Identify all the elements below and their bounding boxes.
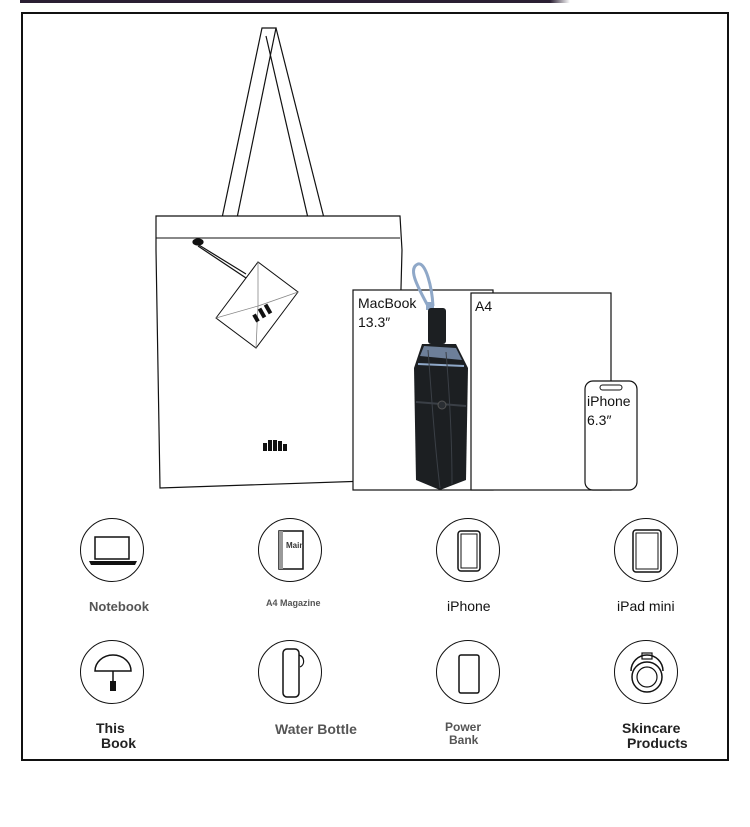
iphone-label: iPhone [587,393,631,409]
skincare-line1: Skincare [622,720,681,736]
power-bank-line2: Bank [449,733,479,747]
skincare-item [614,640,678,704]
umbrella-icon [94,654,132,691]
magazine-icon-text: Main [286,541,305,550]
umbrella-item [80,640,144,704]
power-bank-item [436,640,500,704]
macbook-label: MacBook [358,295,417,311]
tote-comparison-illustration [155,27,638,491]
ipad-mini-item [614,518,678,582]
magazine-icon [278,530,304,570]
iphone-outline [584,380,638,491]
bottle-icon [282,648,305,698]
iphone-notch [599,384,623,391]
notebook-caption: Notebook [89,599,149,614]
skincare-line2: Products [627,735,688,751]
phone-icon [457,530,481,572]
bag-logo [263,440,287,451]
macbook-size: 13.3″ [358,314,391,330]
a4-label: A4 [475,298,493,314]
tablet-icon [632,529,662,573]
top-accent-fade [550,0,570,3]
zipper-pull [192,238,247,279]
power-bank-caption: Power Bank [445,721,481,747]
laptop-icon [89,536,137,565]
this-book-line1: This [96,720,125,736]
iphone-caption: iPhone [447,598,491,614]
this-book-caption: This Book [96,721,136,751]
power-bank-icon [458,654,480,694]
power-bank-line1: Power [445,720,482,734]
content-frame [21,12,729,761]
tag-logo [252,303,273,323]
water-bottle-caption: Water Bottle [275,721,357,737]
skincare-caption: Skincare Products [622,721,688,751]
top-accent-bar [20,0,550,3]
iphone-size: 6.3″ [587,412,612,428]
magazine-item: Main [258,518,322,582]
compact-icon [630,652,664,693]
ipad-mini-caption: iPad mini [617,598,675,614]
notebook-item [80,518,144,582]
hang-tag [215,261,299,349]
water-bottle-item [258,640,322,704]
this-book-line2: Book [101,735,136,751]
iphone-item [436,518,500,582]
a4-magazine-caption: A4 Magazine [266,598,321,608]
folded-umbrella [412,262,468,490]
tote-handles [221,27,325,219]
